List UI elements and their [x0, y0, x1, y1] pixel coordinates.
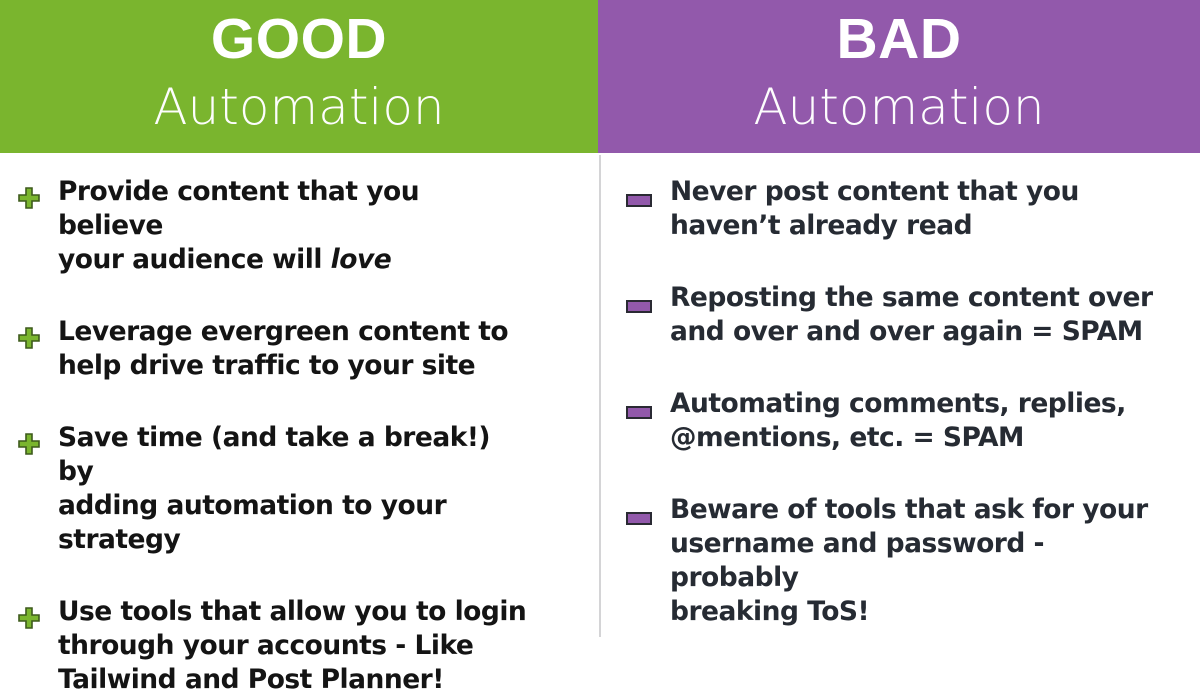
line-text: Automating comments, replies, [670, 388, 1126, 419]
bad-header-subtitle: Automation [753, 78, 1045, 136]
line-text: haven’t already read [670, 210, 973, 241]
line-text: help drive traffic to your site [58, 350, 476, 381]
line-text: and over and over again = SPAM [670, 316, 1143, 347]
list-item-text: Automating comments, replies,@mentions, … [654, 387, 1126, 455]
line-text: Tailwind and Post Planner! [58, 664, 444, 695]
line-text: adding automation to your strategy [58, 490, 447, 555]
line-text: Reposting the same content over [670, 282, 1153, 313]
plus-icon [14, 601, 44, 635]
plus-icon [14, 321, 44, 355]
line-text: breaking ToS! [670, 596, 870, 627]
emphasis-text: love [330, 244, 392, 275]
line-text: Provide content that you believe [58, 176, 420, 241]
column-divider [599, 155, 601, 637]
line-text: Never post content that you [670, 176, 1079, 207]
line-text: Leverage evergreen content to [58, 316, 509, 347]
line-text: Beware of tools that ask for your [670, 494, 1148, 525]
line-text: Use tools that allow you to login [58, 596, 527, 627]
bad-column-header: BAD Automation [598, 0, 1200, 153]
line-text: through your accounts - Like [58, 630, 474, 661]
plus-icon [14, 181, 44, 215]
good-header-title: GOOD [210, 7, 388, 71]
line-text: @mentions, etc. = SPAM [670, 422, 1024, 453]
line-text: your audience will [58, 244, 331, 275]
line-text: username and password - probably [670, 528, 1045, 593]
minus-icon [624, 501, 654, 535]
minus-icon [624, 395, 654, 429]
plus-icon [14, 427, 44, 461]
bad-header-title: BAD [836, 7, 962, 71]
minus-icon [624, 289, 654, 323]
header-row: GOOD Automation BAD Automation [0, 0, 1200, 153]
minus-icon [624, 183, 654, 217]
list-item: Automating comments, replies,@mentions, … [624, 387, 1176, 455]
line-text: Save time (and take a break!) by [58, 422, 491, 487]
good-header-subtitle: Automation [153, 78, 445, 136]
good-column-header: GOOD Automation [0, 0, 598, 153]
